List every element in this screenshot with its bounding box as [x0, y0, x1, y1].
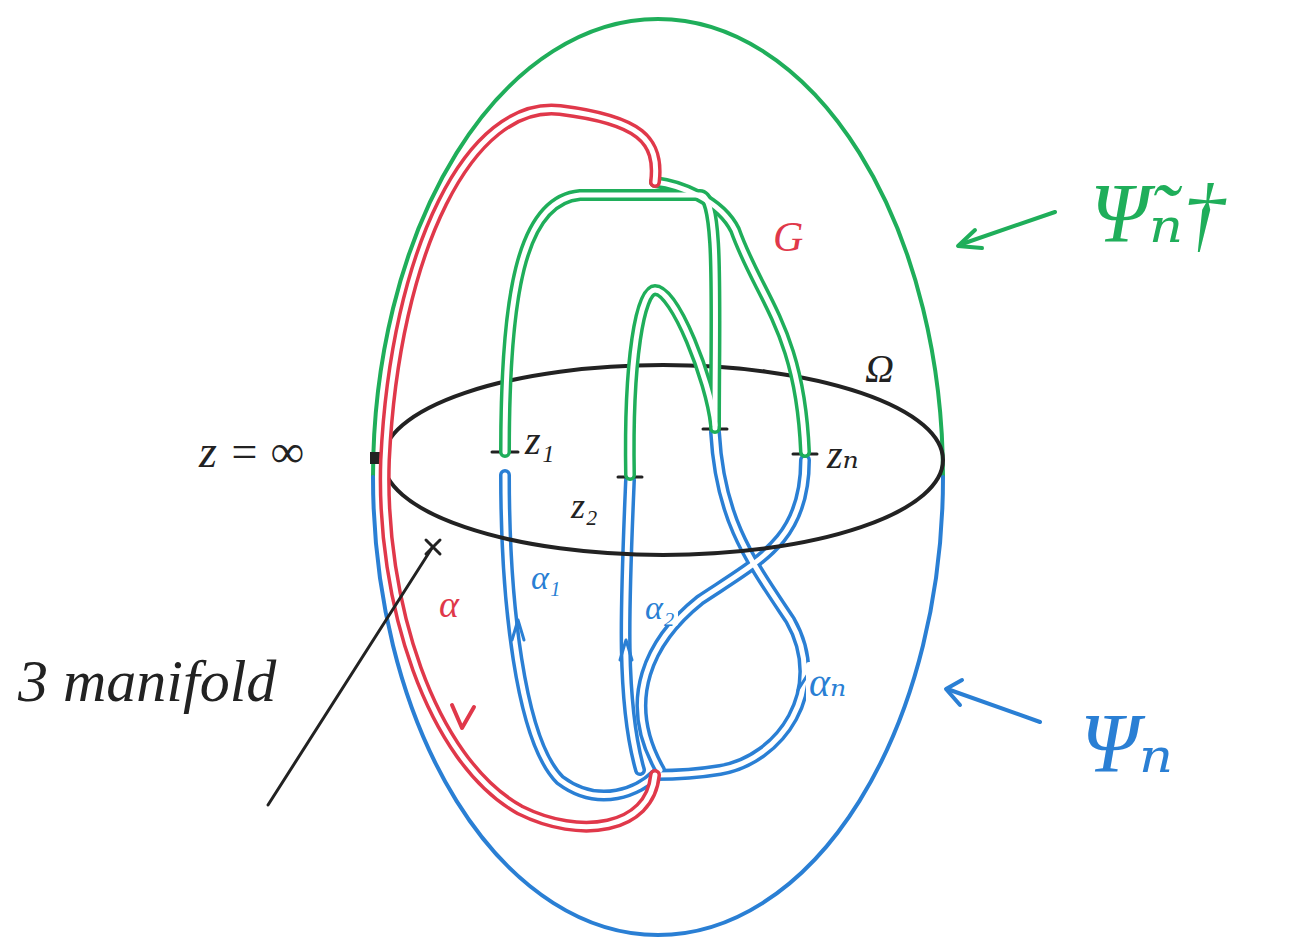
blue-tubes [505, 432, 812, 796]
math-label: αₙ [806, 662, 849, 704]
leader-lines [268, 212, 1055, 805]
math-label: zₙ [824, 434, 862, 476]
math-label: α₁ [528, 560, 564, 596]
math-label: Ψₙ [1080, 700, 1173, 788]
math-label: Ψ̃ₙ† [1090, 170, 1225, 258]
math-label: Ω [862, 348, 897, 390]
math-label: z = ∞ [196, 428, 307, 476]
math-label: z₁ [522, 420, 557, 462]
math-label: α [436, 585, 462, 625]
green-tubes [505, 182, 805, 475]
surface-ellipse [383, 365, 943, 555]
upper-oval [373, 19, 943, 477]
math-label: 3 manifold [18, 650, 276, 713]
red-tube [385, 110, 656, 827]
math-label: z₂ [568, 488, 601, 526]
math-label: α₂ [642, 590, 678, 626]
lower-oval [373, 477, 943, 935]
math-label: G [770, 215, 806, 259]
